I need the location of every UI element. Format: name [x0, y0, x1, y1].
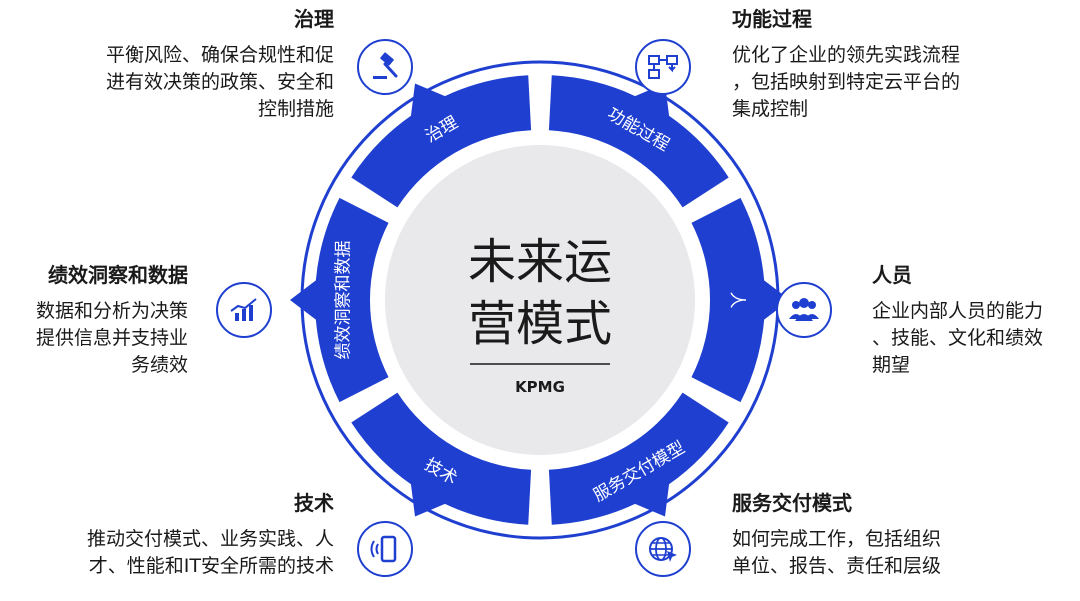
service-desc: 如何完成工作，包括组织 单位、报告、责任和层级 [732, 528, 942, 577]
segment-insight [290, 197, 389, 403]
segment-people-label: 人 [727, 292, 747, 309]
center-title-line1: 未来运 [468, 234, 612, 290]
segment-governance [351, 75, 532, 208]
process-title: 功能过程 [732, 7, 812, 31]
governance-title: 治理 [294, 7, 334, 31]
brand-label: KPMG [515, 378, 565, 396]
people-title: 人员 [872, 263, 912, 287]
insight-desc: 数据和分析为决策 提供信息并支持业 务绩效 [35, 300, 188, 376]
segment-technology [351, 392, 532, 525]
insight-title: 绩效洞察和数据 [48, 263, 188, 287]
technology-block: 技术 推动交付模式、业务实践、人 才、性能和IT安全所需的技术 [87, 490, 334, 580]
governance-desc: 平衡风险、确保合规性和促 进有效决策的政策、安全和 控制措施 [105, 44, 334, 120]
technology-desc: 推动交付模式、业务实践、人 才、性能和IT安全所需的技术 [86, 528, 334, 577]
people-desc: 企业内部人员的能力 、技能、文化和绩效 期望 [872, 300, 1044, 376]
technology-title: 技术 [294, 491, 334, 515]
governance-block: 治理 平衡风险、确保合规性和促 进有效决策的政策、安全和 控制措施 [106, 6, 334, 123]
center-title-line2: 营模式 [468, 296, 612, 352]
segment-insight-label: 绩效洞察和数据 [334, 241, 354, 360]
service-block: 服务交付模式 如何完成工作，包括组织 单位、报告、责任和层级 [732, 490, 941, 580]
flowchart-icon [635, 39, 691, 95]
globe-cursor-icon [635, 521, 691, 577]
process-desc: 优化了企业的领先实践流程 ，包括映射到特定云平台的 集成控制 [732, 44, 961, 120]
service-title: 服务交付模式 [732, 491, 852, 515]
center-disc [385, 145, 695, 455]
people-group-icon [776, 282, 832, 338]
ring-segments: 治理功能过程人服务交付模型技术绩效洞察和数据 [290, 60, 790, 540]
segment-people [691, 197, 790, 403]
segment-service [548, 392, 729, 525]
bar-chart-icon [216, 282, 272, 338]
gavel-icon [357, 39, 413, 95]
insight-block: 绩效洞察和数据 数据和分析为决策 提供信息并支持业 务绩效 [36, 262, 188, 379]
segment-process [548, 75, 729, 208]
process-block: 功能过程 优化了企业的领先实践流程 ，包括映射到特定云平台的 集成控制 [732, 6, 960, 123]
smartphone-icon [357, 521, 413, 577]
people-block: 人员 企业内部人员的能力 、技能、文化和绩效 期望 [872, 262, 1043, 379]
